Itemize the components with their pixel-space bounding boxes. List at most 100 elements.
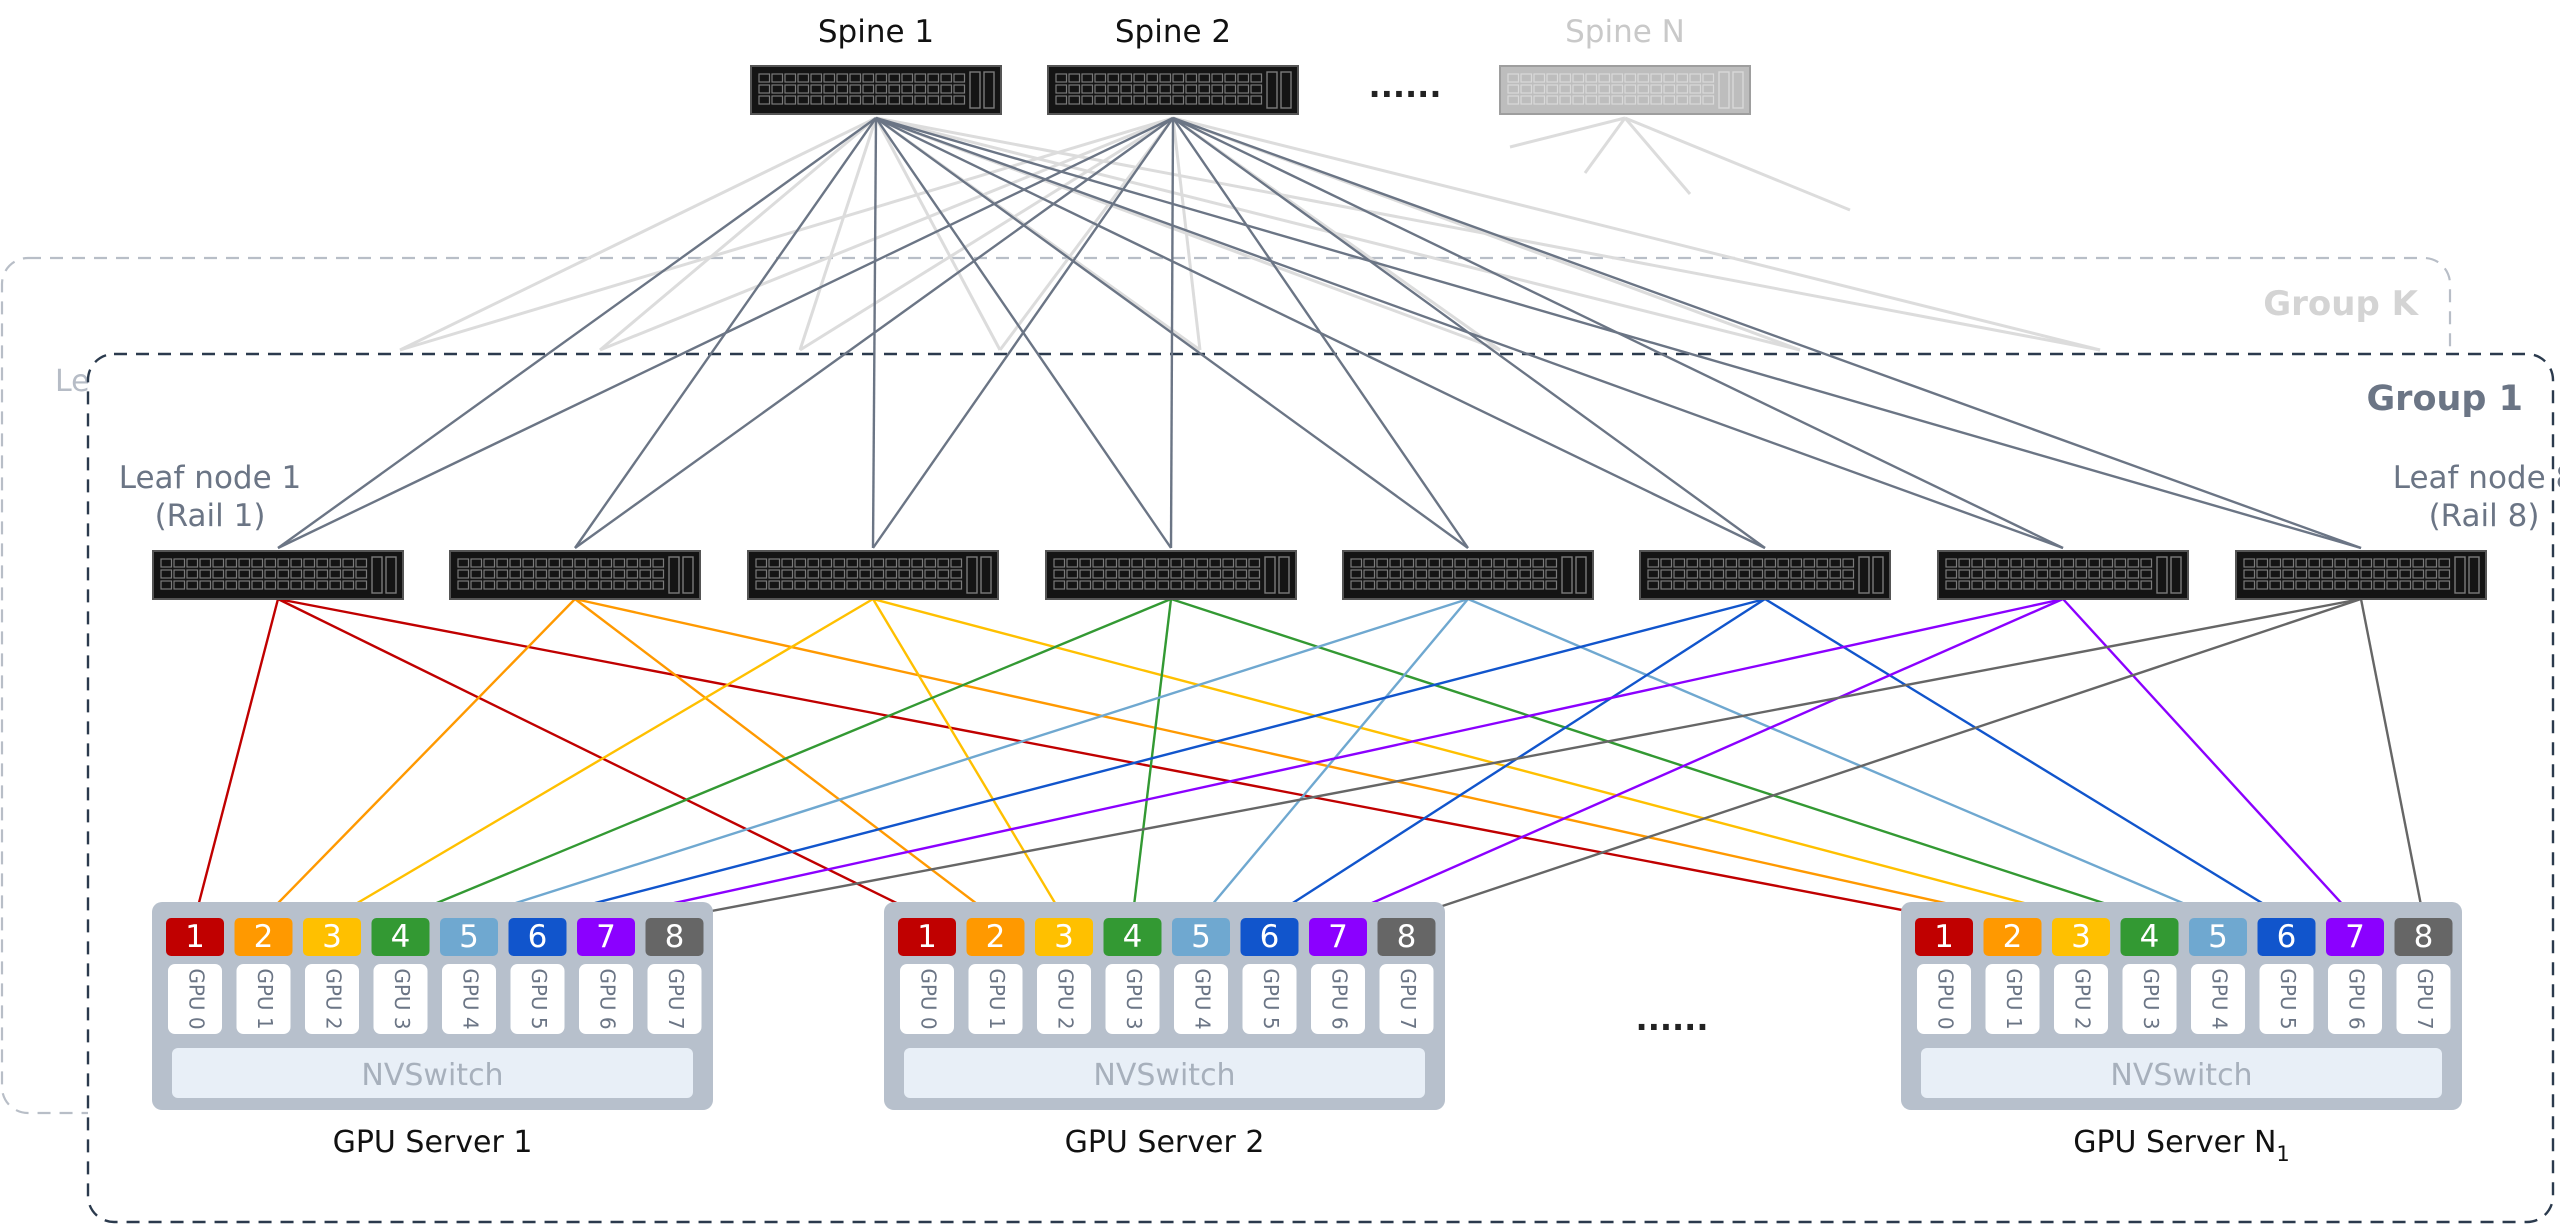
switch-port — [212, 580, 225, 590]
switch-port — [953, 73, 966, 83]
switch-port — [1676, 95, 1689, 105]
gpu-label: GPU 6 — [596, 968, 620, 1029]
rail-7-link — [1337, 597, 2064, 920]
switch-port — [807, 558, 820, 568]
switch-port — [1441, 569, 1454, 579]
nic-port-label: 7 — [2345, 919, 2365, 955]
switch-port — [2101, 569, 2114, 579]
gpu-label: GPU 3 — [1122, 968, 1146, 1029]
switch-port — [2373, 558, 2386, 568]
nic-port-5 — [2189, 918, 2247, 956]
switch-port — [1546, 84, 1559, 94]
switch-port — [1650, 73, 1663, 83]
switch-port — [1196, 580, 1209, 590]
faded-uplink-spine-n — [1509, 116, 1626, 149]
switch-port — [1533, 73, 1546, 83]
switch-port — [1079, 580, 1092, 590]
switch-port — [2256, 558, 2269, 568]
switch-port — [199, 558, 212, 568]
switch-port — [846, 569, 859, 579]
switch-port — [1532, 569, 1545, 579]
gpu-label: GPU 6 — [2345, 968, 2369, 1029]
switch-port — [794, 558, 807, 568]
switch-port — [1624, 84, 1637, 94]
switch-port — [859, 580, 872, 590]
switch-port — [1663, 95, 1676, 105]
switch-port — [1094, 73, 1107, 83]
faded-uplink — [874, 117, 1002, 351]
switch-port — [836, 95, 849, 105]
gpu-label: GPU 5 — [1259, 968, 1283, 1029]
gpu-server-name: GPU Server 2 — [1065, 1125, 1265, 1160]
spine-leaf-link — [1172, 116, 2064, 550]
switch-port — [522, 569, 535, 579]
switch-port — [535, 580, 548, 590]
switch-port — [1094, 84, 1107, 94]
switch-port — [901, 73, 914, 83]
switch-port — [940, 73, 953, 83]
faded-uplink — [998, 117, 1175, 351]
switch-port — [875, 84, 888, 94]
switch-port — [2360, 569, 2373, 579]
switch-port — [496, 558, 509, 568]
switch-port — [1224, 84, 1237, 94]
spine-switch-2 — [1047, 65, 1299, 115]
switch-port — [820, 580, 833, 590]
gpu-card — [1174, 964, 1228, 1034]
gpu-label: GPU 0 — [917, 968, 941, 1029]
switch-port — [1637, 95, 1650, 105]
gpu-card — [647, 964, 702, 1034]
switch-psu — [2170, 556, 2182, 594]
nic-port-label: 1 — [185, 919, 205, 955]
switch-port — [613, 569, 626, 579]
switch-port — [626, 569, 639, 579]
switch-port — [1686, 569, 1699, 579]
gpu-card — [510, 964, 565, 1034]
switch-port — [1198, 73, 1211, 83]
switch-psu — [668, 556, 680, 594]
switch-port — [2295, 569, 2308, 579]
spine-label: Spine 1 — [818, 14, 934, 50]
switch-port — [2347, 569, 2360, 579]
switch-port — [1428, 580, 1441, 590]
faded-uplink-spine-n — [1583, 117, 1627, 174]
switch-port — [639, 569, 652, 579]
switch-port — [833, 580, 846, 590]
switch-port — [885, 580, 898, 590]
switch-port — [1198, 84, 1211, 94]
gpu-server-label: GPU Server 1 — [333, 1125, 533, 1160]
switch-port — [1107, 84, 1120, 94]
switch-port — [2127, 580, 2140, 590]
switch-port — [1120, 84, 1133, 94]
gpu-card — [2259, 964, 2314, 1034]
switch-port — [587, 558, 600, 568]
switch-port — [768, 569, 781, 579]
switch-port — [2321, 558, 2334, 568]
switch-port — [1196, 569, 1209, 579]
switch-port — [613, 580, 626, 590]
switch-port — [2347, 558, 2360, 568]
rail-5-link — [468, 597, 1469, 920]
switch-port — [1842, 569, 1855, 579]
switch-port — [1585, 73, 1598, 83]
switch-port — [1545, 558, 1558, 568]
switch-port — [898, 558, 911, 568]
switch-port — [2140, 558, 2153, 568]
gpu-label: GPU 3 — [2139, 968, 2163, 1029]
spine-leaf-link — [574, 117, 1174, 549]
switch-port — [888, 95, 901, 105]
switch-port — [1235, 569, 1248, 579]
gpu-card — [968, 964, 1023, 1034]
switch-port — [1533, 84, 1546, 94]
switch-port — [1055, 84, 1068, 94]
gpu-card — [2191, 964, 2245, 1034]
switch-port — [355, 569, 368, 579]
switch-port — [2114, 569, 2127, 579]
switch-port — [2282, 580, 2295, 590]
gpu-card — [2396, 964, 2451, 1034]
switch-port — [1081, 95, 1094, 105]
switch-port — [1068, 95, 1081, 105]
switch-port — [1105, 580, 1118, 590]
switch-psu — [371, 556, 383, 594]
switch-port — [1971, 558, 1984, 568]
